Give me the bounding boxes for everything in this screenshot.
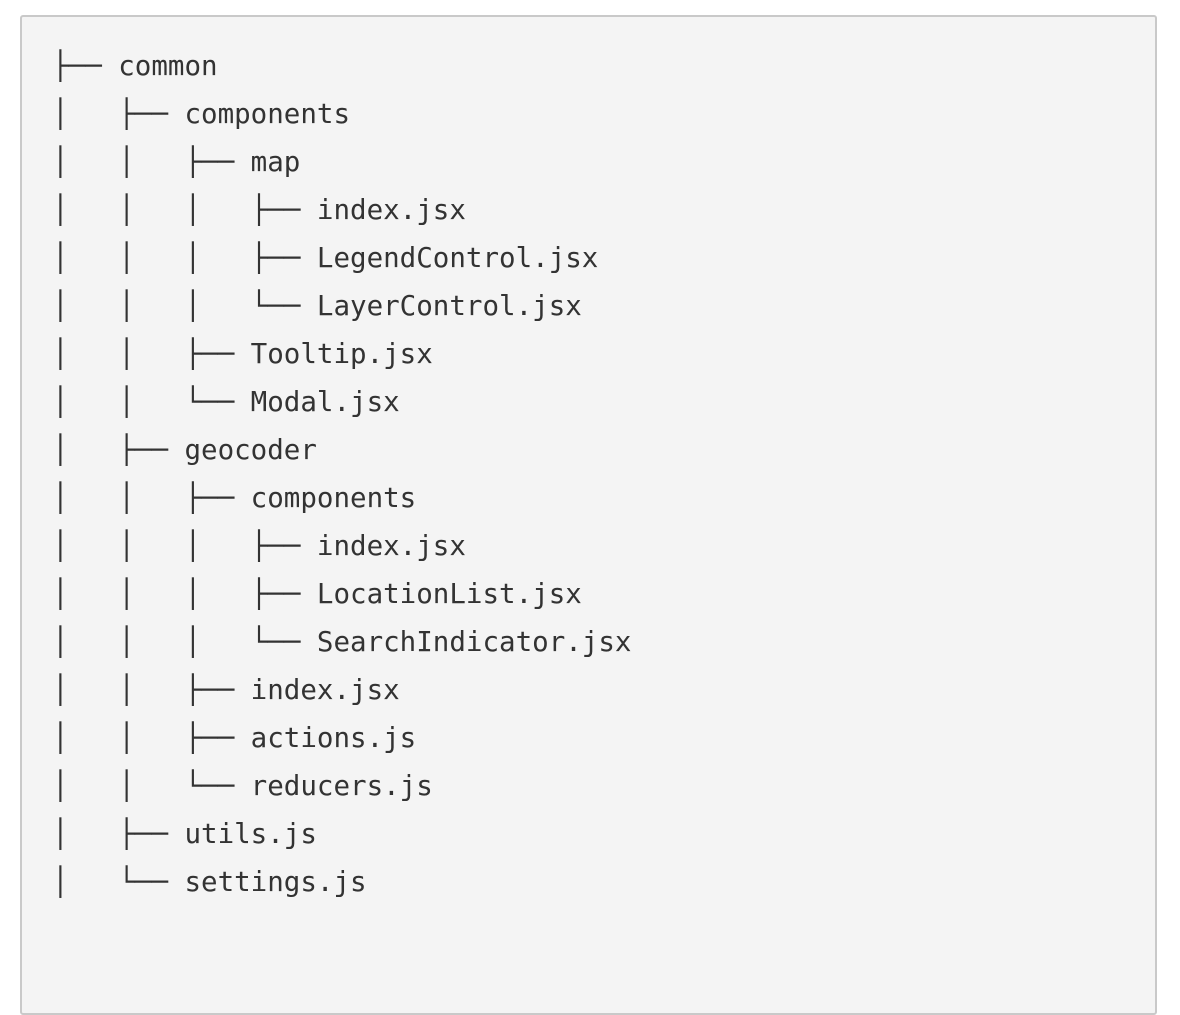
tree-line: │ │ │ └── SearchIndicator.jsx <box>52 626 632 658</box>
tree-line: │ │ ├── Tooltip.jsx <box>52 338 433 370</box>
tree-line: │ │ │ ├── index.jsx <box>52 194 466 226</box>
tree-line: │ │ ├── components <box>52 482 417 514</box>
tree-line: │ ├── utils.js <box>52 818 317 850</box>
tree-line: │ │ └── reducers.js <box>52 770 433 802</box>
tree-line: │ ├── geocoder <box>52 434 317 466</box>
file-tree-code-block: ├── common │ ├── components │ │ ├── map │ │… <box>20 15 1157 1015</box>
tree-line: │ │ │ ├── index.jsx <box>52 530 466 562</box>
tree-line: │ │ │ └── LayerControl.jsx <box>52 290 582 322</box>
tree-line: │ │ ├── actions.js <box>52 722 417 754</box>
tree-line: │ │ ├── map <box>52 146 301 178</box>
tree-line: │ │ ├── index.jsx <box>52 674 400 706</box>
tree-line: │ │ │ ├── LocationList.jsx <box>52 578 582 610</box>
tree-line: │ └── settings.js <box>52 866 367 898</box>
tree-line: │ │ └── Modal.jsx <box>52 386 400 418</box>
tree-line: │ ├── components <box>52 98 351 130</box>
tree-line: ├── common <box>52 50 218 82</box>
tree-line: │ │ │ ├── LegendControl.jsx <box>52 242 599 274</box>
